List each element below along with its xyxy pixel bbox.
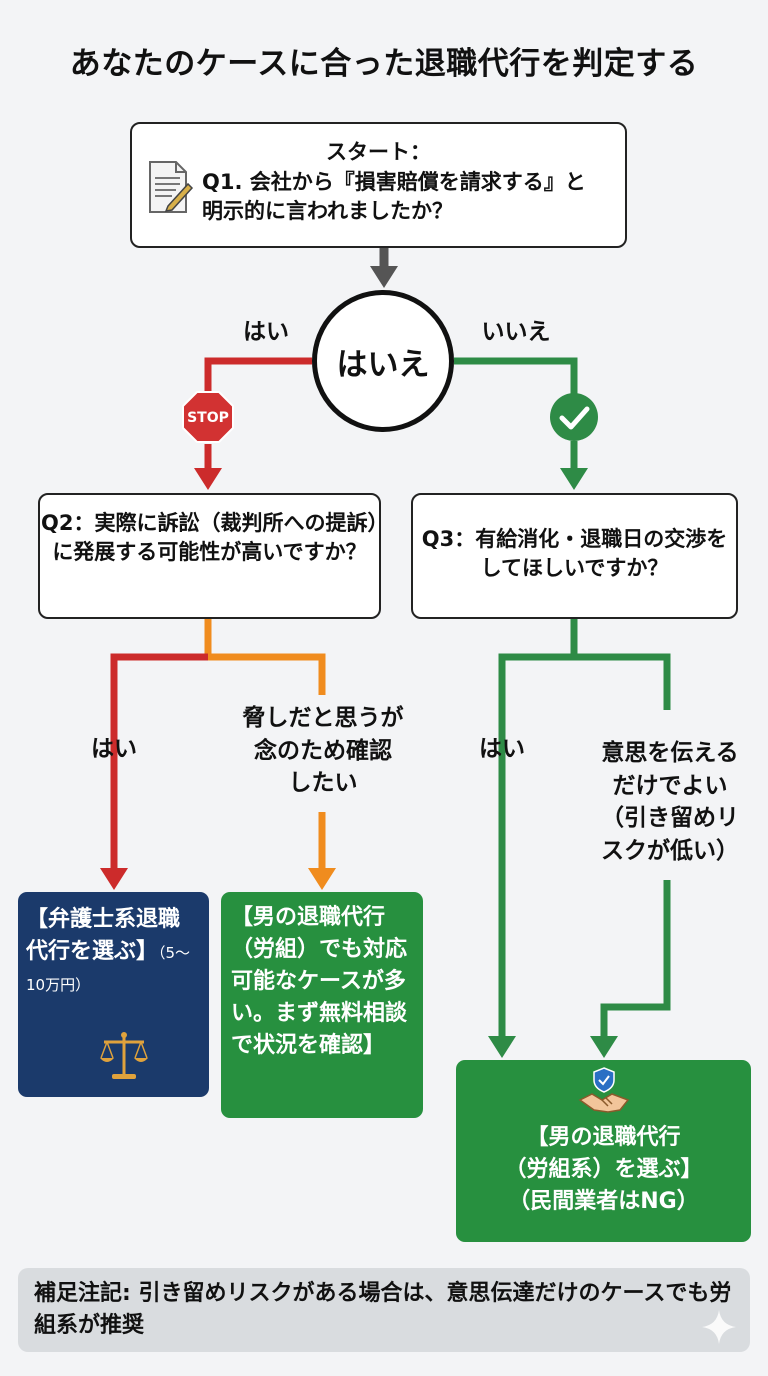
scales-of-justice-icon (100, 1032, 148, 1079)
stop-sign-icon: STOP (182, 391, 234, 443)
sparkle-icon (702, 1310, 736, 1344)
label-q3-intent: 意思を伝える だけでよい （引き留めリ スクが低い） (601, 740, 739, 864)
label-q3-yes: はい (479, 736, 525, 762)
result-lawyer-price: （5〜10万円） (26, 943, 191, 994)
arrow-q2-check (308, 868, 336, 890)
label-no: いいえ (481, 319, 551, 345)
q3-box: Q3：有給消化・退職日の交渉をしてほしいですか？ (411, 493, 738, 619)
arrow-q3-intent (590, 1036, 618, 1058)
label-yes: はい (243, 319, 289, 345)
decision-node: はいえ (312, 290, 454, 432)
result-lawyer-box: 【弁護士系退職代行を選ぶ】（5〜10万円） (18, 892, 209, 1097)
stop-sign-text: STOP (187, 410, 229, 426)
result-lawyer-text: 【弁護士系退職代行を選ぶ】 (26, 907, 181, 964)
supplementary-note: 補足注記: 引き留めリスクがある場合は、意思伝達だけのケースでも労組系が推奨 (18, 1268, 750, 1352)
result-union-line3: （民間業者はNG） (508, 1188, 699, 1214)
q1-question: Q1. 会社から『損害賠償を請求する』と明示的に言われましたか？ (202, 170, 586, 223)
connector-q3-split (498, 619, 671, 1038)
connector-yes-branch (204, 357, 312, 470)
q1-start-label: スタート： (326, 140, 431, 164)
handshake-shield-icon (578, 1067, 630, 1113)
check-circle-icon (550, 393, 598, 441)
q1-start-box: スタート： Q1. 会社から『損害賠償を請求する』と明示的に言われましたか？ (130, 122, 627, 248)
connector-q2-split (110, 619, 326, 870)
page-title: あなたのケースに合った退職代行を判定する (69, 46, 699, 82)
arrow-q2-yes (100, 868, 128, 890)
result-union-line2: （労組系）を選ぶ】 (504, 1156, 703, 1182)
result-union-box: 【男の退職代行 （労組系）を選ぶ】 （民間業者はNG） (456, 1060, 751, 1242)
result-union-consult-box: 【男の退職代行（労組）でも対応可能なケースが多い。まず無料相談で状況を確認】 (221, 892, 423, 1118)
arrow-no-to-q3 (560, 468, 588, 490)
result-union-line1: 【男の退職代行 (526, 1125, 681, 1150)
label-q2-check: 脅しだと思うが 念のため確認 したい (242, 705, 404, 797)
arrow-yes-to-q2 (194, 468, 222, 490)
arrow-q3-yes (488, 1036, 516, 1058)
connector-no-branch (454, 357, 578, 470)
arrow-q1-to-decision (370, 248, 398, 288)
label-q2-yes: はい (91, 736, 137, 762)
document-pen-icon (149, 161, 194, 213)
q2-box: Q2：実際に訴訟（裁判所への提訴）に発展する可能性が高いですか？ (38, 493, 381, 619)
